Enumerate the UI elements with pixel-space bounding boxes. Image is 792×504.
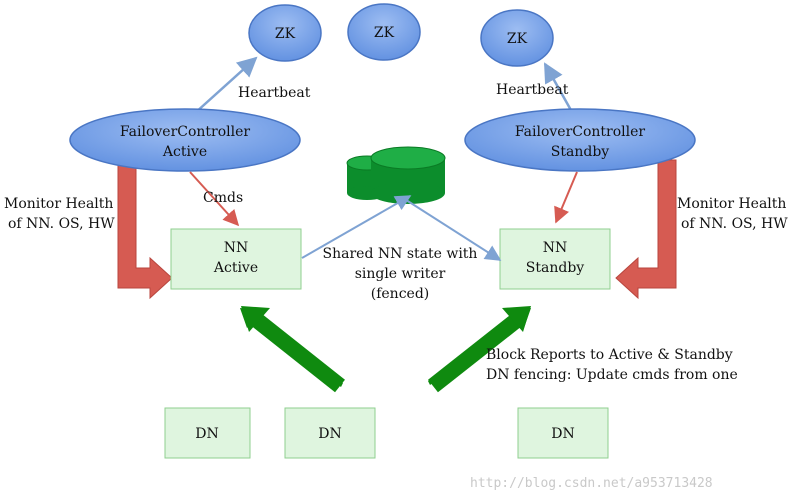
nn-standby-line1: NN [543, 240, 568, 256]
cmds-label: Cmds [203, 190, 243, 206]
monitor-label-left-2: of NN. OS, HW [8, 216, 115, 232]
failover-active-line1: FailoverController [120, 124, 251, 140]
shared-state-label-1: Shared NN state with [323, 246, 478, 262]
dn-label: DN [195, 426, 218, 442]
failover-standby-line1: FailoverController [515, 124, 646, 140]
block-report-arrow-right-head [502, 306, 531, 332]
monitor-arrow-left [117, 161, 173, 300]
failover-controller-active: FailoverController Active [69, 108, 301, 172]
watermark: http://blog.csdn.net/a953713428 [470, 476, 713, 491]
dn-label: DN [551, 426, 574, 442]
nn-active-box: NN Active [170, 228, 302, 290]
shared-state-label-2: single writer [355, 266, 446, 282]
monitor-arrow-right [615, 159, 677, 300]
monitor-label-left-1: Monitor Health [4, 196, 113, 212]
dn-box-3: DN [517, 407, 609, 459]
heartbeat-arrow-left [194, 56, 258, 114]
zk-node-left: ZK [248, 4, 322, 62]
nn-standby-box: NN Standby [499, 228, 611, 290]
dn-label: DN [318, 426, 341, 442]
cmds-arrow-left [189, 171, 240, 227]
monitor-label-right-2: of NN. OS, HW [681, 216, 788, 232]
shared-state-arrow-standby [402, 197, 502, 261]
cmds-arrow-right [554, 171, 578, 224]
shared-state-label-3: (fenced) [371, 286, 430, 302]
nn-active-line2: Active [213, 260, 258, 276]
zk-label: ZK [275, 26, 296, 42]
dn-box-1: DN [164, 407, 251, 459]
failover-active-line2: Active [162, 144, 207, 160]
monitor-label-right-1: Monitor Health [677, 196, 786, 212]
nn-active-line1: NN [224, 240, 249, 256]
zk-node-middle: ZK [347, 3, 421, 61]
failover-controller-standby: FailoverController Standby [464, 108, 696, 172]
block-report-arrow-left-shaft [248, 310, 345, 393]
block-report-arrow-left-head [241, 306, 270, 332]
nn-standby-line2: Standby [526, 260, 585, 276]
block-report-arrow-right-shaft [428, 312, 523, 393]
shared-storage-database-icon [346, 146, 446, 204]
block-reports-label-1: Block Reports to Active & Standby [486, 347, 733, 363]
heartbeat-label-right: Heartbeat [496, 82, 569, 98]
zk-label: ZK [374, 25, 395, 41]
shared-state-arrow-active [301, 195, 412, 259]
heartbeat-arrow-right [543, 62, 574, 113]
block-reports-label-2: DN fencing: Update cmds from one [486, 367, 738, 383]
failover-standby-line2: Standby [551, 144, 610, 160]
zk-label: ZK [507, 31, 528, 47]
heartbeat-label-left: Heartbeat [238, 85, 311, 101]
zk-node-right: ZK [480, 9, 554, 67]
dn-box-2: DN [284, 407, 376, 459]
